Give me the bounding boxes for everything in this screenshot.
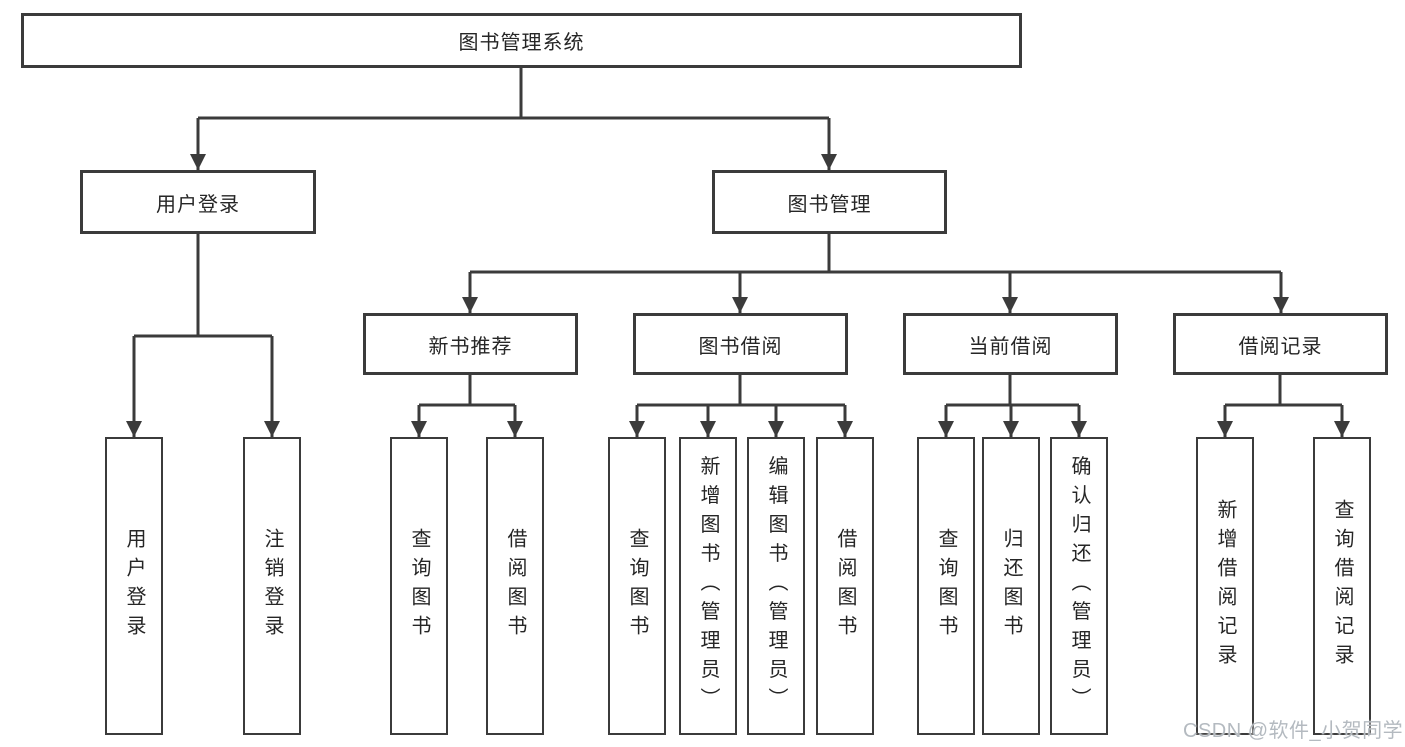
watermark: CSDN @软件_小贺同学 <box>1183 720 1404 742</box>
node-label: 借阅记录 <box>1238 335 1323 358</box>
node-label: 编辑图书（管理员） <box>765 455 787 717</box>
node-book-management: 图书管理 <box>712 170 947 234</box>
node-label: 查询借阅记录 <box>1331 499 1353 673</box>
node-label: 图书管理系统 <box>458 32 585 54</box>
node-label: 用户登录 <box>156 193 240 216</box>
node-label: 新书推荐 <box>428 335 513 358</box>
node-label: 新增图书（管理员） <box>697 455 719 717</box>
node-borrowing-records: 借阅记录 <box>1173 313 1388 375</box>
node-label: 借阅图书 <box>504 528 526 644</box>
node-user-login: 用户登录 <box>80 170 316 234</box>
node-search-borrow-record: 查询借阅记录 <box>1313 437 1371 735</box>
node-new-book-recommend: 新书推荐 <box>363 313 578 375</box>
node-return-books: 归还图书 <box>982 437 1040 735</box>
node-label: 查询图书 <box>935 528 957 644</box>
node-label: 借阅图书 <box>834 528 856 644</box>
node-edit-books-admin: 编辑图书（管理员） <box>747 437 805 735</box>
node-label: 当前借阅 <box>968 335 1053 358</box>
node-search-books-recommend: 查询图书 <box>390 437 448 735</box>
node-label: 用户登录 <box>123 528 145 644</box>
node-borrow-books-borrowing: 借阅图书 <box>816 437 874 735</box>
node-label: 查询图书 <box>626 528 648 644</box>
node-book-borrowing: 图书借阅 <box>633 313 848 375</box>
node-search-books-current: 查询图书 <box>917 437 975 735</box>
wire-rails <box>134 68 1342 407</box>
node-library-management-system: 图书管理系统 <box>21 13 1022 68</box>
node-user-login-leaf: 用户登录 <box>105 437 163 735</box>
node-add-borrow-record: 新增借阅记录 <box>1196 437 1254 735</box>
node-add-books-admin: 新增图书（管理员） <box>679 437 737 735</box>
node-label: 归还图书 <box>1000 528 1022 644</box>
node-label: 查询图书 <box>408 528 430 644</box>
node-label: 新增借阅记录 <box>1214 499 1236 673</box>
node-confirm-return-admin: 确认归还（管理员） <box>1050 437 1108 735</box>
node-label: 图书管理 <box>787 193 872 216</box>
node-label: 确认归还（管理员） <box>1068 455 1090 717</box>
node-label: 图书借阅 <box>698 335 783 358</box>
node-label: 注销登录 <box>261 528 283 644</box>
node-borrow-books-recommend: 借阅图书 <box>486 437 544 735</box>
node-search-books-borrowing: 查询图书 <box>608 437 666 735</box>
node-logout: 注销登录 <box>243 437 301 735</box>
node-current-borrowing: 当前借阅 <box>903 313 1118 375</box>
